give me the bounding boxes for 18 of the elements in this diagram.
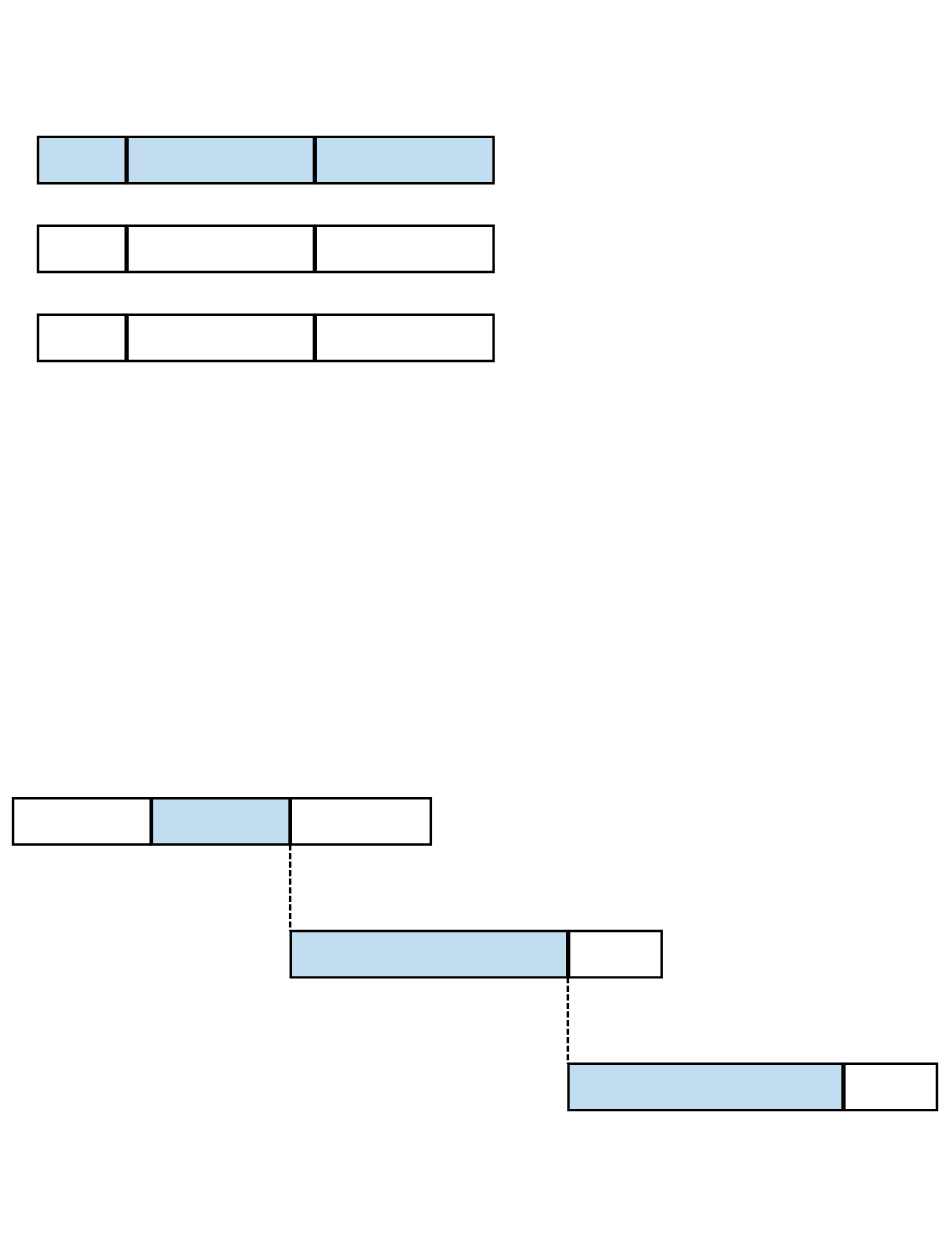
node-box <box>314 224 495 273</box>
node-box <box>314 135 495 184</box>
node-box <box>126 135 316 184</box>
node-box <box>126 313 316 362</box>
node-box <box>567 929 663 979</box>
node-box <box>289 796 433 846</box>
node-box <box>11 796 152 846</box>
node-box <box>36 135 127 184</box>
node-box <box>843 1062 939 1111</box>
node-box <box>150 796 291 846</box>
node-box <box>126 224 316 273</box>
connector <box>566 976 570 1064</box>
node-box <box>289 929 569 979</box>
node-box <box>36 224 127 273</box>
node-box <box>36 313 127 362</box>
node-box <box>314 313 495 362</box>
connector <box>288 844 292 931</box>
node-box <box>567 1062 844 1111</box>
